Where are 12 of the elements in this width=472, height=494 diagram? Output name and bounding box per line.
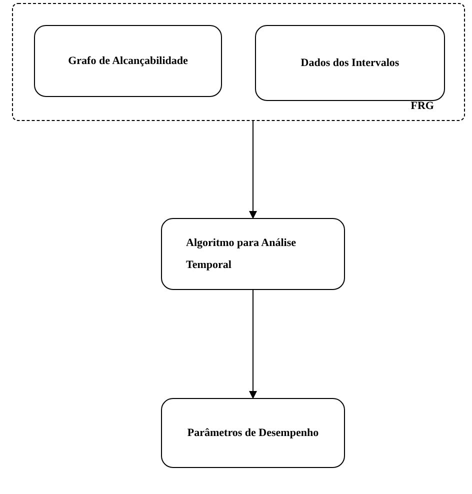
box-label: Parâmetros de Desempenho	[187, 426, 319, 441]
box-label: Algoritmo para Análise Temporal	[186, 236, 297, 273]
process-box	[34, 25, 222, 97]
box-label: Grafo de Alcançabilidade	[68, 54, 188, 69]
arrow	[249, 290, 257, 399]
box-label: Dados dos Intervalos	[300, 56, 400, 71]
arrow	[249, 120, 257, 219]
process-box	[255, 25, 445, 101]
group-label: FRG	[410, 98, 434, 114]
process-box	[161, 398, 345, 468]
process-box	[161, 218, 345, 290]
dashed-group-box	[12, 3, 465, 121]
